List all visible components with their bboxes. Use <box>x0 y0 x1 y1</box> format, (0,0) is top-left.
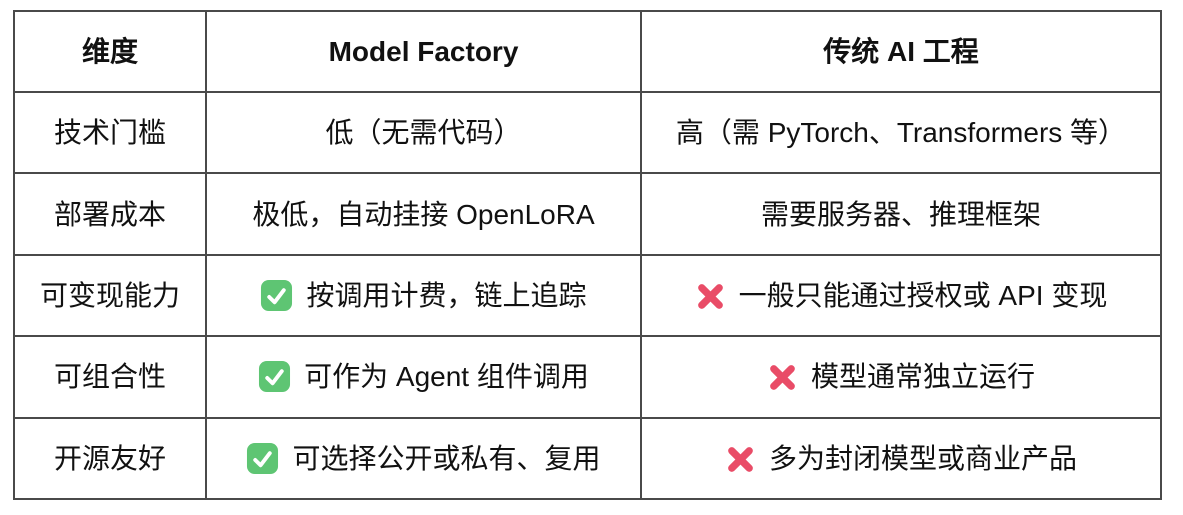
dimension-cell: 开源友好 <box>13 416 207 501</box>
cross-icon <box>695 281 726 312</box>
cell-text: 多为封闭模型或商业产品 <box>768 442 1077 474</box>
dimension-cell: 可组合性 <box>13 335 207 419</box>
check-icon <box>258 360 291 393</box>
cell-text: 高（需 PyTorch、Transformers 等） <box>675 117 1127 149</box>
table-row: 可变现能力 按调用计费，链上追踪 一般只能通过授权或 API 变现 <box>13 253 1162 338</box>
traditional-ai-cell: 需要服务器、推理框架 <box>640 172 1162 256</box>
header-cell-dimension: 维度 <box>13 10 207 93</box>
cross-icon <box>725 444 756 475</box>
cell-text: 模型通常独立运行 <box>810 361 1035 393</box>
model-factory-cell: 极低，自动挂接 OpenLoRA <box>205 172 642 256</box>
cell-text: 按调用计费，链上追踪 <box>306 279 587 311</box>
model-factory-cell: 低（无需代码） <box>205 90 642 175</box>
cell-text: 需要服务器、推理框架 <box>760 198 1041 230</box>
table-body: 技术门槛 低（无需代码） 高（需 PyTorch、Transformers 等） 部署… <box>13 90 1162 501</box>
check-icon <box>246 442 279 475</box>
table-row: 技术门槛 低（无需代码） 高（需 PyTorch、Transformers 等） <box>13 90 1162 175</box>
table-row: 部署成本 极低，自动挂接 OpenLoRA 需要服务器、推理框架 <box>13 172 1162 256</box>
table-row: 可组合性 可作为 Agent 组件调用 模型通常独立运行 <box>13 335 1162 419</box>
cell-text: 一般只能通过授权或 API 变现 <box>738 279 1108 311</box>
traditional-ai-cell: 模型通常独立运行 <box>640 335 1162 419</box>
cell-text: 低（无需代码） <box>325 117 522 149</box>
comparison-table: 维度 Model Factory 传统 AI 工程 技术门槛 低（无需代码） 高（需… <box>13 10 1162 501</box>
traditional-ai-cell: 一般只能通过授权或 API 变现 <box>640 253 1162 338</box>
header-cell-traditional-ai: 传统 AI 工程 <box>640 10 1162 93</box>
model-factory-cell: 按调用计费，链上追踪 <box>205 253 642 338</box>
traditional-ai-cell: 高（需 PyTorch、Transformers 等） <box>640 90 1162 175</box>
cell-text: 可选择公开或私有、复用 <box>292 442 601 474</box>
header-row: 维度 Model Factory 传统 AI 工程 <box>13 10 1162 93</box>
dimension-cell: 部署成本 <box>13 172 207 256</box>
cross-icon <box>767 362 798 393</box>
table-row: 开源友好 可选择公开或私有、复用 多为封闭模型或商业产品 <box>13 416 1162 501</box>
header-cell-model-factory: Model Factory <box>205 10 642 93</box>
dimension-cell: 可变现能力 <box>13 253 207 338</box>
cell-text: 极低，自动挂接 OpenLoRA <box>252 198 595 230</box>
model-factory-cell: 可作为 Agent 组件调用 <box>205 335 642 419</box>
check-icon <box>260 279 293 312</box>
model-factory-cell: 可选择公开或私有、复用 <box>205 416 642 501</box>
cell-text: 可作为 Agent 组件调用 <box>304 361 589 393</box>
dimension-cell: 技术门槛 <box>13 90 207 175</box>
traditional-ai-cell: 多为封闭模型或商业产品 <box>640 416 1162 501</box>
table-header: 维度 Model Factory 传统 AI 工程 <box>13 10 1162 93</box>
